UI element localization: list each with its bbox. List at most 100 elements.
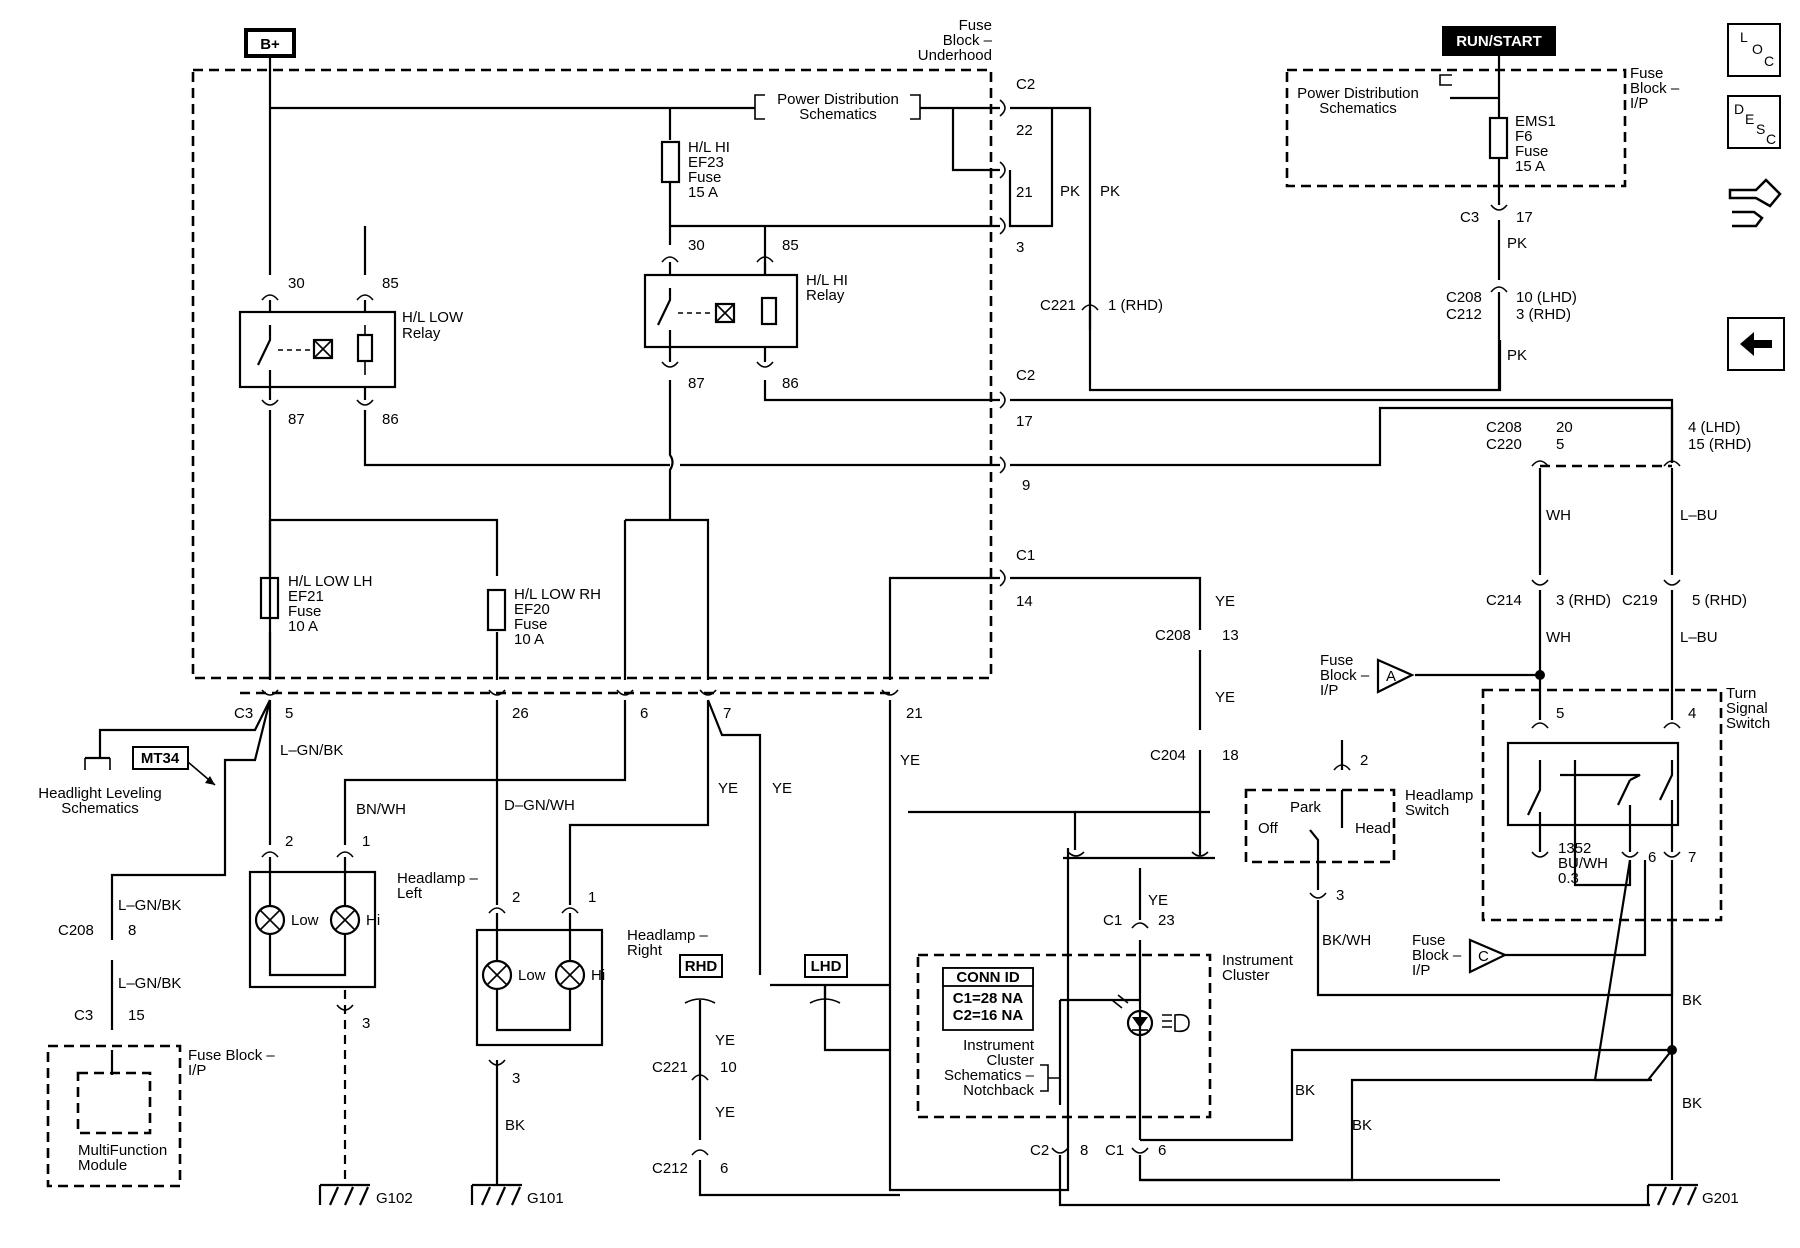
svg-text:PK: PK bbox=[1507, 347, 1527, 364]
turn-signal-switch-box bbox=[1481, 688, 1723, 922]
svg-text:17: 17 bbox=[1016, 413, 1033, 430]
svg-text:3 (RHD): 3 (RHD) bbox=[1556, 592, 1611, 609]
svg-text:L–BU: L–BU bbox=[1680, 507, 1718, 524]
svg-text:6: 6 bbox=[640, 705, 648, 722]
hl-low-relay: 30 85 87 86 H/L LOW Relay bbox=[238, 275, 464, 428]
svg-text:YE: YE bbox=[1148, 892, 1168, 909]
svg-text:Right: Right bbox=[627, 942, 663, 959]
svg-text:30: 30 bbox=[688, 237, 705, 254]
svg-text:1: 1 bbox=[362, 833, 370, 850]
svg-text:S: S bbox=[1756, 121, 1765, 137]
svg-text:2: 2 bbox=[285, 833, 293, 850]
svg-text:YE: YE bbox=[772, 780, 792, 797]
svg-text:3: 3 bbox=[1336, 887, 1344, 904]
svg-text:Module: Module bbox=[78, 1157, 127, 1174]
svg-text:Schematics –: Schematics – bbox=[944, 1067, 1035, 1084]
svg-text:7: 7 bbox=[1688, 849, 1696, 866]
desc-button[interactable]: D E S C bbox=[1727, 95, 1781, 149]
svg-text:5 (RHD): 5 (RHD) bbox=[1692, 592, 1747, 609]
svg-text:14: 14 bbox=[1016, 593, 1033, 610]
svg-text:5: 5 bbox=[285, 705, 293, 722]
power-distribution-schematics-1: Power Distribution Schematics bbox=[754, 91, 921, 123]
svg-text:C212: C212 bbox=[652, 1160, 688, 1177]
svg-text:Schematics: Schematics bbox=[61, 800, 139, 817]
connector-link-icon[interactable] bbox=[1728, 178, 1782, 228]
svg-text:3 (RHD): 3 (RHD) bbox=[1516, 306, 1571, 323]
svg-text:PK: PK bbox=[1100, 183, 1120, 200]
svg-text:PK: PK bbox=[1060, 183, 1080, 200]
svg-text:Power Distribution: Power Distribution bbox=[777, 91, 899, 108]
svg-text:Cluster: Cluster bbox=[986, 1052, 1034, 1069]
svg-text:10: 10 bbox=[720, 1059, 737, 1076]
svg-text:EMS1: EMS1 bbox=[1515, 113, 1556, 130]
svg-text:C: C bbox=[1764, 53, 1774, 69]
svg-text:YE: YE bbox=[900, 752, 920, 769]
svg-text:9: 9 bbox=[1022, 477, 1030, 494]
instrument-cluster-feed: YE C208 13 YE C204 18 YE C1 23 C2 8 C1 6 bbox=[908, 593, 1650, 1207]
svg-text:26: 26 bbox=[512, 705, 529, 722]
mt34-tag: MT34 bbox=[132, 746, 216, 786]
svg-text:C221: C221 bbox=[652, 1059, 688, 1076]
svg-text:H/L HI: H/L HI bbox=[688, 139, 730, 156]
svg-text:5: 5 bbox=[1556, 436, 1564, 453]
svg-text:Fuse: Fuse bbox=[688, 169, 721, 186]
svg-text:YE: YE bbox=[715, 1032, 735, 1049]
svg-text:Block –: Block – bbox=[943, 32, 993, 49]
svg-text:C208: C208 bbox=[1446, 289, 1482, 306]
svg-text:D–GN/WH: D–GN/WH bbox=[504, 797, 575, 814]
svg-text:20: 20 bbox=[1556, 419, 1573, 436]
svg-text:D: D bbox=[1734, 101, 1744, 117]
svg-text:Fuse: Fuse bbox=[514, 616, 547, 633]
svg-text:10 A: 10 A bbox=[288, 618, 318, 635]
instrument-cluster: CONN ID C1=28 NA C2=16 NA Instrument Clu… bbox=[942, 952, 1294, 1099]
b-plus-tag: B+ bbox=[244, 28, 296, 58]
svg-text:Off: Off bbox=[1258, 820, 1279, 837]
multifunction-inner-box bbox=[76, 1071, 152, 1135]
svg-text:C: C bbox=[1766, 131, 1776, 147]
back-arrow-button[interactable] bbox=[1727, 317, 1785, 371]
svg-text:C1: C1 bbox=[1016, 547, 1035, 564]
lower-left-wires: L–GN/BK BN/WH D–GN/WH YE YE YE L–GN/BK L… bbox=[58, 699, 1070, 1197]
svg-text:21: 21 bbox=[1016, 184, 1033, 201]
svg-text:A: A bbox=[1386, 668, 1396, 685]
svg-text:Park: Park bbox=[1290, 799, 1321, 816]
turn-signal-circuit: C208 C220 20 5 4 (LHD) 15 (RHD) WH L–BU … bbox=[1415, 419, 1751, 720]
svg-text:Instrument: Instrument bbox=[1222, 952, 1294, 969]
svg-text:G102: G102 bbox=[376, 1190, 413, 1207]
svg-text:3: 3 bbox=[1016, 239, 1024, 256]
svg-text:BU/WH: BU/WH bbox=[1558, 855, 1608, 872]
svg-text:8: 8 bbox=[128, 922, 136, 939]
svg-text:Left: Left bbox=[397, 885, 423, 902]
svg-text:L–BU: L–BU bbox=[1680, 629, 1718, 646]
svg-text:L–GN/BK: L–GN/BK bbox=[280, 742, 343, 759]
svg-text:BK/WH: BK/WH bbox=[1322, 932, 1371, 949]
svg-text:15 A: 15 A bbox=[688, 184, 718, 201]
svg-text:G101: G101 bbox=[527, 1190, 564, 1207]
headlamp-right: 2 1 Low Hi 3 Headlamp – Right bbox=[475, 889, 709, 1087]
svg-text:Headlight Leveling: Headlight Leveling bbox=[38, 785, 161, 802]
svg-text:Switch: Switch bbox=[1726, 715, 1770, 732]
loc-button[interactable]: L O C bbox=[1727, 23, 1781, 77]
svg-text:L: L bbox=[1740, 29, 1748, 45]
svg-text:BK: BK bbox=[1295, 1082, 1315, 1099]
svg-text:YE: YE bbox=[1215, 689, 1235, 706]
svg-text:G201: G201 bbox=[1702, 1190, 1739, 1207]
svg-text:C208: C208 bbox=[58, 922, 94, 939]
svg-text:H/L LOW LH: H/L LOW LH bbox=[288, 573, 372, 590]
svg-text:85: 85 bbox=[782, 237, 799, 254]
svg-text:Low: Low bbox=[518, 967, 546, 984]
svg-text:30: 30 bbox=[288, 275, 305, 292]
ground-g201: G201 bbox=[1646, 1183, 1739, 1207]
svg-text:C204: C204 bbox=[1150, 747, 1186, 764]
svg-text:Signal: Signal bbox=[1726, 700, 1768, 717]
svg-text:Hi: Hi bbox=[366, 912, 380, 929]
svg-text:Block –: Block – bbox=[1320, 667, 1370, 684]
svg-text:C208: C208 bbox=[1486, 419, 1522, 436]
rhd-lhd-selector: RHD LHD YE YE C221 10 C212 6 bbox=[652, 954, 848, 1177]
hl-low-rh-fuse: H/L LOW RH EF20 Fuse 10 A bbox=[486, 586, 601, 648]
svg-text:10 A: 10 A bbox=[514, 631, 544, 648]
svg-text:O: O bbox=[1752, 41, 1763, 57]
svg-text:RUN/START: RUN/START bbox=[1456, 33, 1542, 50]
hl-low-lh-fuse: H/L LOW LH EF21 Fuse 10 A bbox=[259, 573, 372, 635]
svg-text:4 (LHD): 4 (LHD) bbox=[1688, 419, 1741, 436]
